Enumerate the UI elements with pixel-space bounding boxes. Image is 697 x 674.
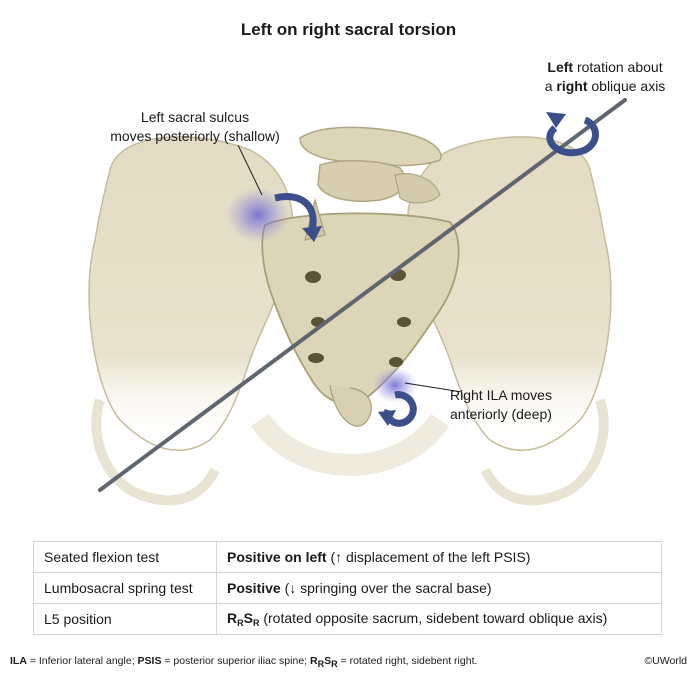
ila-label-line1: Right ILA moves <box>450 387 552 403</box>
footnote-r: R <box>310 655 318 667</box>
footnote-s-sub: R <box>331 659 338 669</box>
sulcus-leader-line <box>237 144 263 196</box>
rotation-label-pre2: a <box>544 78 557 94</box>
sulcus-label-line2: moves posteriorly (shallow) <box>110 128 280 144</box>
ila-leader-line <box>404 382 463 393</box>
footnote-ila-def: = Inferior lateral angle; <box>26 655 138 667</box>
result-detail: (↓ springing over the sacral base) <box>280 580 492 596</box>
left-sulcus-highlight <box>226 187 290 243</box>
sulcus-arrow <box>274 193 322 242</box>
footnote: ILA = Inferior lateral angle; PSIS = pos… <box>10 655 477 669</box>
sacrum <box>261 197 460 427</box>
ila-arrow <box>378 391 417 427</box>
footnote-psis-def: = posterior superior iliac spine; <box>161 655 310 667</box>
test-result-cell: RRSR (rotated opposite sacrum, sidebent … <box>216 603 662 635</box>
l5-notation: RRSR <box>227 610 260 628</box>
oblique-axis <box>98 98 627 492</box>
notation-s: S <box>243 610 253 626</box>
rotation-label-rest1: rotation about <box>573 59 663 75</box>
table-row: L5 position RRSR (rotated opposite sacru… <box>33 603 662 635</box>
rotation-label-bold1: Left <box>547 59 574 75</box>
footnote-s: S <box>324 655 332 667</box>
table-row: Lumbosacral spring test Positive (↓ spri… <box>33 572 662 604</box>
pubic-arch <box>250 413 450 476</box>
sulcus-label-line1: Left sacral sulcus <box>140 109 250 125</box>
pelvis-illustration <box>88 98 627 506</box>
ila-label-line2: anteriorly (deep) <box>450 406 552 422</box>
result-bold: Positive on left <box>227 549 327 565</box>
diagram-title: Left on right sacral torsion <box>240 20 457 39</box>
ila-label: Right ILA moves anteriorly (deep) <box>450 386 590 424</box>
l5-vertebra <box>299 126 442 204</box>
notation-r: R <box>227 610 238 626</box>
rotation-label-rest2: oblique axis <box>587 78 666 94</box>
result-bold: Positive <box>227 580 281 596</box>
right-ilium <box>406 136 612 506</box>
footnote-rs-def: = rotated right, sidebent right. <box>337 655 478 667</box>
rotation-label: Left rotation about a right oblique axis <box>520 58 690 96</box>
result-detail: (rotated opposite sacrum, sidebent towar… <box>259 610 608 626</box>
test-result-cell: Positive (↓ springing over the sacral ba… <box>216 572 662 604</box>
rotation-label-bold2: right <box>556 78 588 94</box>
findings-table: Seated flexion test Positive on left (↑ … <box>33 541 662 635</box>
test-name-cell: L5 position <box>33 603 217 635</box>
rotation-arrow <box>546 112 599 157</box>
footnote-ila-abbr: ILA <box>10 655 27 667</box>
notation-s-sub: R <box>252 618 260 628</box>
table-row: Seated flexion test Positive on left (↑ … <box>33 541 662 573</box>
footnote-r-sub: R <box>317 659 325 669</box>
footnote-psis-abbr: PSIS <box>137 655 162 667</box>
test-result-cell: Positive on left (↑ displacement of the … <box>216 541 662 573</box>
notation-r-sub: R <box>237 618 244 628</box>
result-detail: (↑ displacement of the left PSIS) <box>326 549 531 565</box>
sulcus-label: Left sacral sulcus moves posteriorly (sh… <box>70 108 320 146</box>
test-name-cell: Lumbosacral spring test <box>33 572 217 604</box>
copyright-credit: ©UWorld <box>644 655 687 667</box>
test-name-cell: Seated flexion test <box>33 541 217 573</box>
footnote-rs-notation: RRSR <box>310 655 338 669</box>
